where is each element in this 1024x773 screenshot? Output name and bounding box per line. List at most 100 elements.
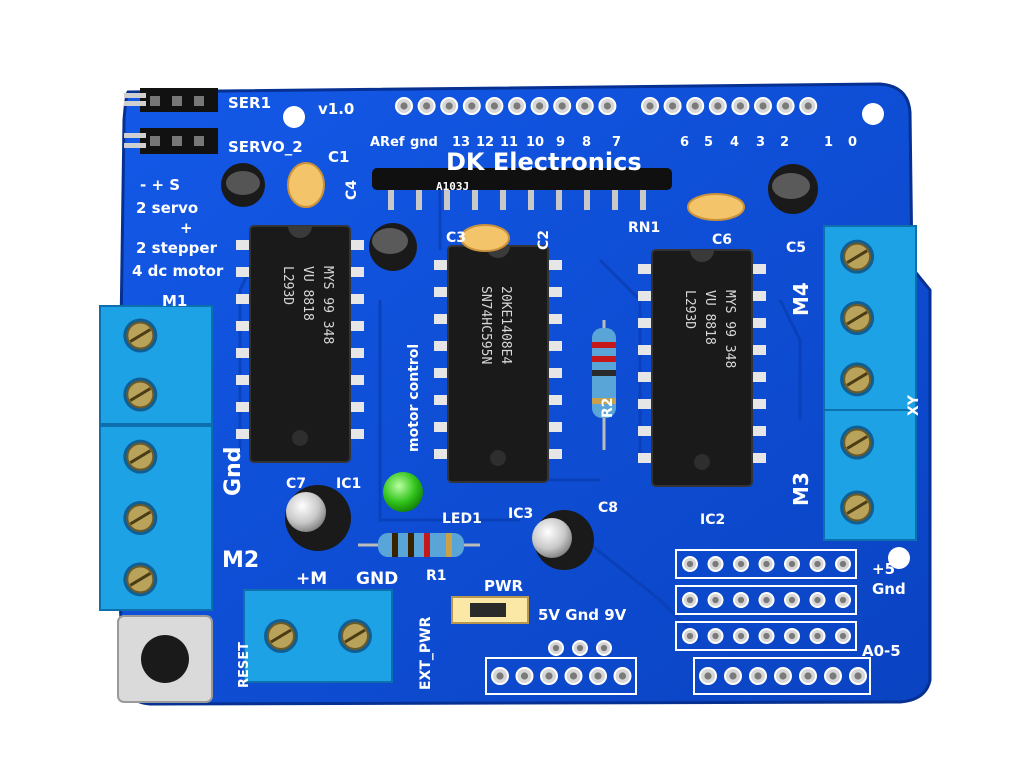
label-rn1: RN1 xyxy=(628,220,660,236)
feature-dc-motor: 4 dc motor xyxy=(132,262,224,280)
reset-button[interactable] xyxy=(117,615,213,703)
header-pad xyxy=(508,97,526,115)
label-c6: C6 xyxy=(712,232,732,248)
header-pad xyxy=(598,97,617,115)
screw[interactable] xyxy=(840,362,875,397)
label-a0-5: A0-5 xyxy=(862,642,901,660)
pin-label: 12 xyxy=(476,135,494,150)
power-jumper xyxy=(451,596,529,624)
label-m1: M1 xyxy=(162,292,187,310)
screw[interactable] xyxy=(123,318,158,353)
label-plus-m: +M xyxy=(296,569,327,589)
label-m4: M4 xyxy=(789,282,813,316)
feature-stepper: 2 stepper xyxy=(136,239,218,257)
pin-label: 10 xyxy=(526,135,544,150)
screw-terminals xyxy=(99,225,917,683)
label-c4: C4 xyxy=(344,180,360,200)
screw[interactable] xyxy=(840,301,875,335)
label-gnd-right: Gnd xyxy=(872,580,906,598)
label-m3: M3 xyxy=(789,472,813,506)
pin-label: 0 xyxy=(848,135,857,150)
analog-pad xyxy=(835,592,851,608)
analog-header-pad xyxy=(699,667,717,685)
label-pwr: PWR xyxy=(484,577,524,595)
power-pad xyxy=(613,667,632,685)
chip-marking: MYS 99 348 xyxy=(722,290,737,368)
label-r2: R2 xyxy=(600,397,616,418)
pin-label: 2 xyxy=(780,135,789,150)
analog-header-pad xyxy=(774,667,792,685)
header-pad xyxy=(708,97,727,115)
analog-pad xyxy=(758,628,775,644)
label-plus5: +5 xyxy=(872,560,895,578)
pin-label: 9 xyxy=(556,135,565,150)
screw[interactable] xyxy=(840,239,875,274)
analog-pad xyxy=(707,556,724,572)
pin-label: 3 xyxy=(756,135,765,150)
pin-label: 1 xyxy=(824,135,833,150)
analog-pad xyxy=(733,592,749,608)
analog-pad xyxy=(707,592,724,608)
pin-label: 8 xyxy=(582,135,591,150)
screw[interactable] xyxy=(123,501,158,535)
screw[interactable] xyxy=(123,439,158,474)
analog-pad xyxy=(758,556,775,572)
power-pad xyxy=(589,667,607,685)
analog-pad xyxy=(758,592,775,608)
analog-pad xyxy=(835,628,851,644)
pad xyxy=(548,640,564,656)
label-jumper-options: 5V Gnd 9V xyxy=(538,606,627,624)
feature-plus: + xyxy=(180,219,193,237)
terminal-m2 xyxy=(99,425,213,611)
header-pad xyxy=(553,97,572,115)
screw[interactable] xyxy=(123,377,158,412)
label-ser1: SER1 xyxy=(228,94,271,112)
ceramic-cap-c3 xyxy=(460,224,510,252)
header-pad xyxy=(575,97,594,115)
header-pad xyxy=(663,97,682,115)
chip-marking: 20KE1408E4 xyxy=(498,286,513,364)
label-ic3: IC3 xyxy=(508,506,533,522)
power-pad xyxy=(491,667,509,685)
analog-pad xyxy=(682,556,698,572)
ceramic-cap-c6 xyxy=(687,193,745,221)
header-pad xyxy=(530,97,549,115)
screw[interactable] xyxy=(840,425,875,460)
label-c7: C7 xyxy=(286,476,306,492)
terminal-m1 xyxy=(99,305,213,425)
label-reset: RESET xyxy=(237,642,252,688)
header-pad xyxy=(485,97,504,115)
chip-marking: VU 8818 xyxy=(702,290,717,345)
resistor-network-rn1 xyxy=(372,168,672,210)
analog-pad xyxy=(809,592,826,608)
chip-marking: VU 8818 xyxy=(300,266,315,321)
pin-label: ARef xyxy=(370,135,405,150)
analog-pad xyxy=(707,628,724,644)
analog-pad xyxy=(682,628,698,644)
header-pad xyxy=(731,97,750,115)
power-pad xyxy=(540,667,558,685)
screw[interactable] xyxy=(840,490,875,525)
terminal-m3 xyxy=(823,409,917,541)
top-header-pads xyxy=(395,97,818,115)
pin-label: gnd xyxy=(410,135,438,150)
led-green xyxy=(383,472,423,512)
analog-pad xyxy=(809,556,826,572)
mounting-hole-top-left xyxy=(283,106,305,128)
chip-marking: MYS 99 348 xyxy=(320,266,335,344)
screw[interactable] xyxy=(264,619,298,653)
mounting-hole-bottom-right xyxy=(888,547,910,569)
header-pad xyxy=(440,97,459,115)
chip-marking: L293D xyxy=(682,290,697,329)
screw[interactable] xyxy=(338,619,372,653)
mounting-hole-top-right xyxy=(862,103,884,125)
ceramic-cap-c1 xyxy=(287,162,325,208)
screw[interactable] xyxy=(123,562,158,597)
analog-header-pad xyxy=(824,667,842,685)
analog-header-pad xyxy=(724,667,742,685)
